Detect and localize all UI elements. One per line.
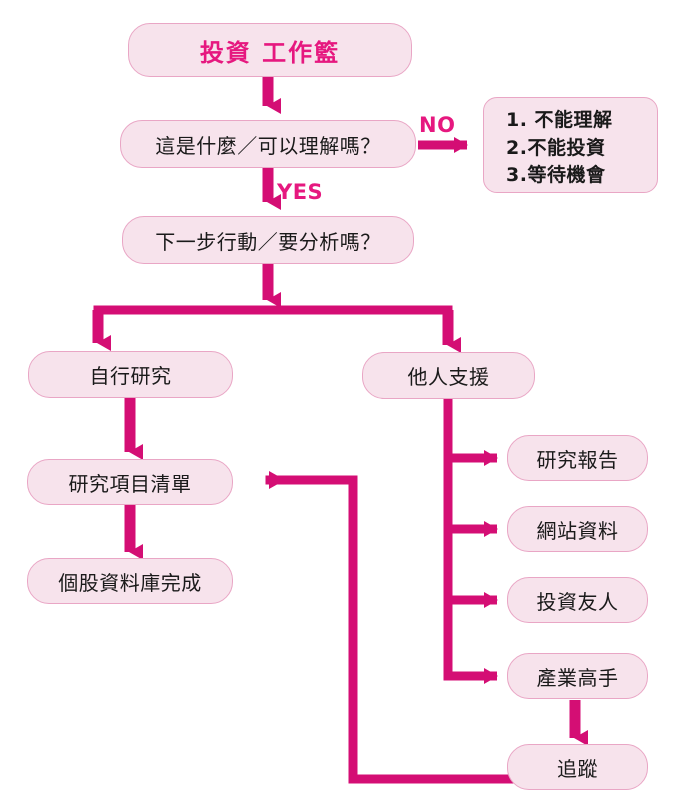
- edge-label-no: NO: [419, 113, 456, 137]
- node-start-label: 投資 工作籃: [199, 38, 341, 67]
- node-investment-friends-label: 投資友人: [536, 589, 619, 614]
- node-decision-next-action-label: 下一步行動／要分析嗎？: [155, 229, 381, 254]
- node-stock-database-done-label: 個股資料庫完成: [58, 570, 202, 595]
- node-decision-next-action[interactable]: 下一步行動／要分析嗎？: [122, 216, 414, 264]
- list-item: 1. 不能理解: [506, 109, 613, 131]
- list-item: 2.不能投資: [506, 136, 606, 159]
- node-website-data-label: 網站資料: [536, 518, 619, 543]
- node-investment-friends[interactable]: 投資友人: [507, 577, 648, 623]
- edge-follow-up-feedback-loop: [265, 471, 514, 784]
- node-follow-up[interactable]: 追蹤: [507, 744, 648, 790]
- node-industry-expert-label: 產業高手: [536, 665, 619, 690]
- node-self-research[interactable]: 自行研究: [28, 351, 233, 398]
- node-website-data[interactable]: 網站資料: [507, 506, 648, 552]
- node-research-item-list[interactable]: 研究項目清單: [27, 459, 233, 505]
- node-follow-up-label: 追蹤: [557, 756, 598, 781]
- node-self-research-label: 自行研究: [89, 364, 172, 388]
- edge-label-yes: YES: [277, 180, 324, 204]
- list-item: 3.等待機會: [506, 164, 606, 187]
- node-research-item-list-label: 研究項目清單: [68, 471, 192, 496]
- node-start[interactable]: 投資 工作籃: [128, 23, 412, 77]
- node-others-support[interactable]: 他人支援: [362, 352, 535, 399]
- node-industry-expert[interactable]: 產業高手: [507, 653, 648, 699]
- node-stock-database-done[interactable]: 個股資料庫完成: [27, 558, 233, 604]
- node-decision-understand[interactable]: 這是什麼／可以理解嗎？: [120, 120, 416, 168]
- node-decision-understand-label: 這是什麼／可以理解嗎？: [155, 133, 381, 158]
- node-research-report-label: 研究報告: [536, 447, 619, 472]
- node-reject-list[interactable]: 1. 不能理解 2.不能投資 3.等待機會: [483, 97, 658, 193]
- node-research-report[interactable]: 研究報告: [507, 435, 648, 481]
- node-others-support-label: 他人支援: [407, 365, 490, 389]
